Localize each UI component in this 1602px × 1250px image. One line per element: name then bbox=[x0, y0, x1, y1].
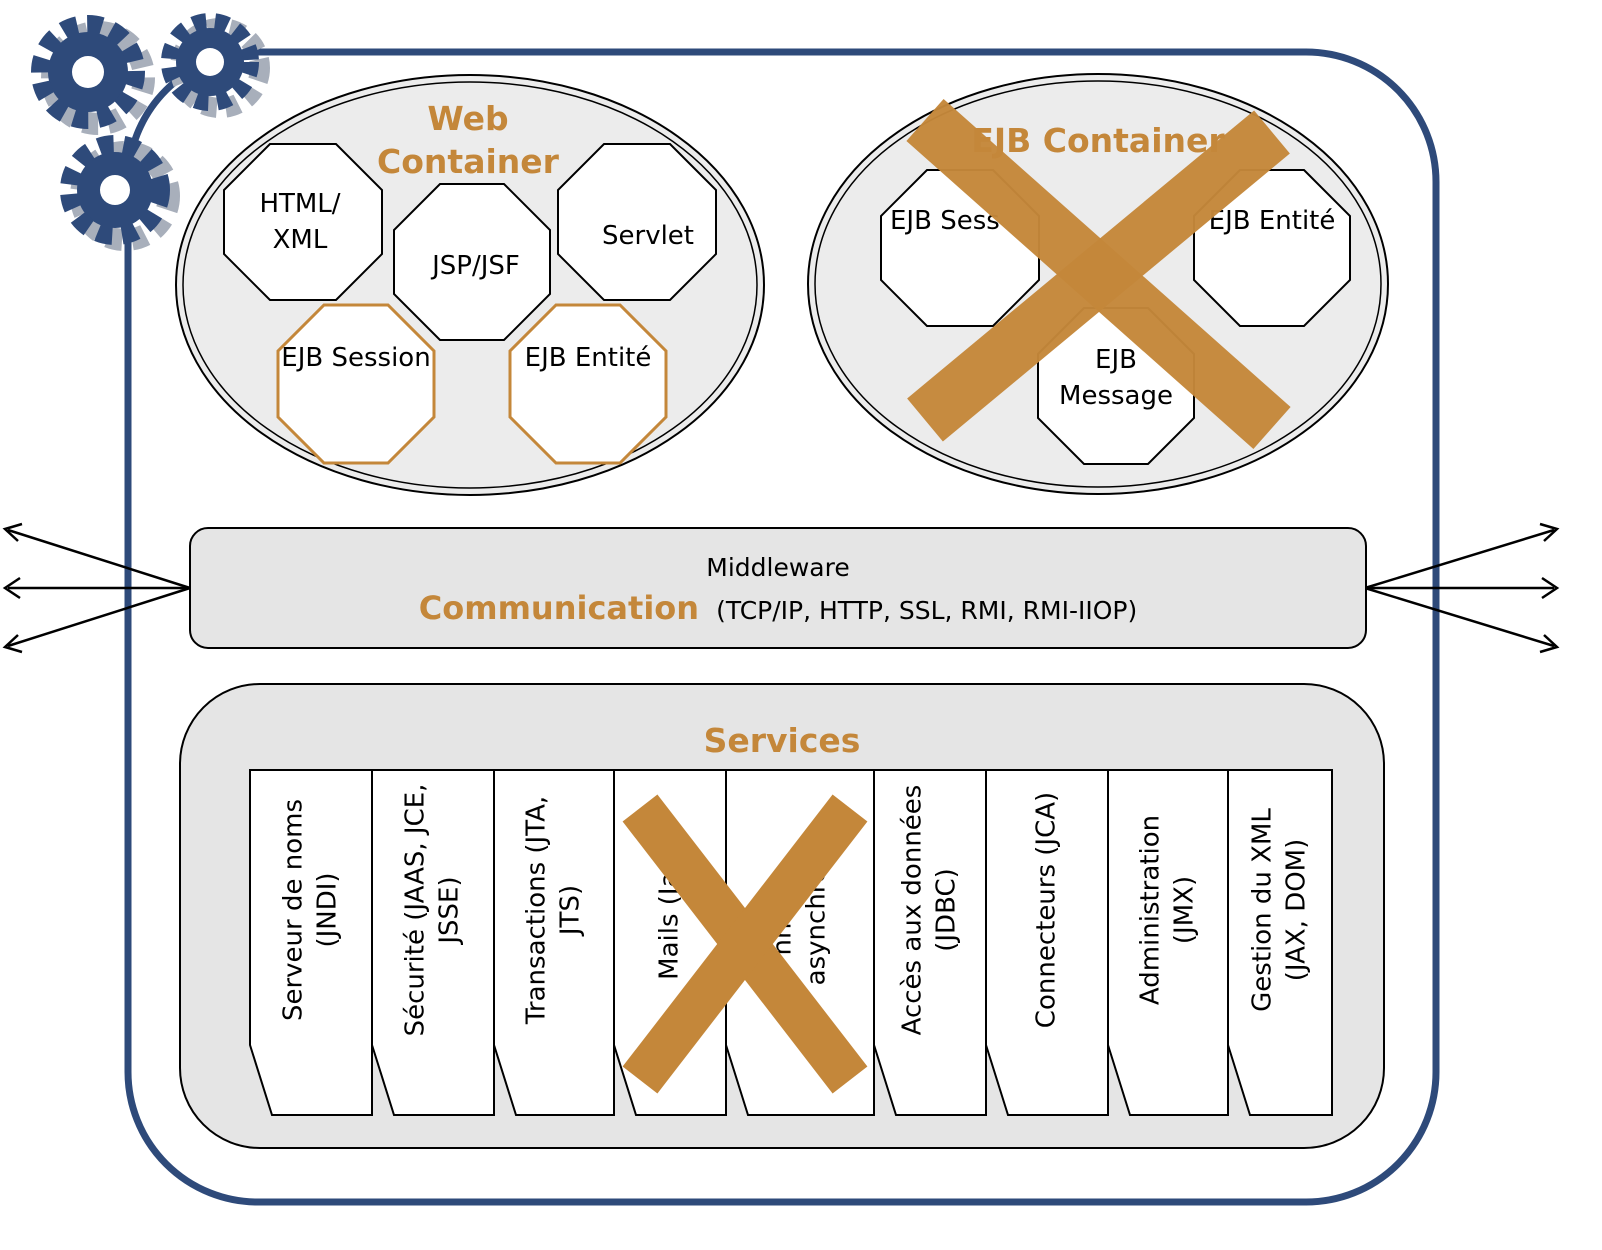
web-container-title-line1: Web bbox=[427, 99, 508, 138]
ejb-message-label-line1: EJB bbox=[1095, 345, 1137, 375]
ejb-session-label: EJB Session bbox=[281, 343, 430, 373]
arrows-right bbox=[1364, 522, 1560, 654]
service-label: Sécurité (JAAS, JCE, bbox=[401, 784, 431, 1037]
ejb-message-label-line2: Message bbox=[1059, 381, 1173, 411]
services-panel: Services Serveur de noms(JNDI) Sécurité (… bbox=[179, 683, 1385, 1149]
service-card bbox=[249, 769, 373, 1116]
arrows-left bbox=[2, 522, 191, 654]
service-label: Connecteurs (JCA) bbox=[1032, 792, 1062, 1028]
ejb-container: EJB Sess EJB Entité EJB Message EJB Cont… bbox=[807, 73, 1389, 495]
middleware-caption: Middleware bbox=[706, 553, 849, 582]
ejb-entite-component bbox=[508, 303, 668, 465]
middleware-bar: Middleware Communication (TCP/IP, HTTP, … bbox=[189, 527, 1367, 649]
x-cross-icon bbox=[906, 99, 1291, 449]
ejb-entite-label-2: EJB Entité bbox=[1209, 206, 1336, 236]
service-label: Gestion du XML bbox=[1248, 808, 1278, 1012]
service-card bbox=[1107, 769, 1229, 1116]
jsp-jsf-label: JSP/JSF bbox=[430, 251, 520, 281]
service-label: (JMX) bbox=[1170, 876, 1200, 944]
jsp-jsf-component bbox=[393, 183, 551, 341]
protocols-text: (TCP/IP, HTTP, SSL, RMI, RMI-IIOP) bbox=[716, 596, 1137, 625]
middleware-title-line: Communication (TCP/IP, HTTP, SSL, RMI, R… bbox=[419, 589, 1137, 627]
ejb-entite-label: EJB Entité bbox=[525, 343, 652, 373]
ejb-session-component bbox=[276, 303, 436, 465]
web-container: Web Container HTML/ XML JSP/JSF Servlet … bbox=[175, 74, 765, 496]
service-cards: Serveur de noms(JNDI) Sécurité (JAAS, JCE… bbox=[249, 769, 1333, 1116]
services-title: Services bbox=[704, 721, 861, 760]
servlet-label: Servlet bbox=[602, 221, 694, 251]
html-xml-label-line1: HTML/ bbox=[259, 189, 340, 219]
html-xml-label-line2: XML bbox=[273, 225, 328, 255]
ejb-session-label-2: EJB Sess bbox=[890, 206, 1000, 236]
service-label: (JNDI) bbox=[313, 872, 343, 947]
servlet-component bbox=[557, 143, 717, 301]
service-label: Transactions (JTA, bbox=[522, 796, 552, 1025]
service-label: Administration bbox=[1136, 815, 1166, 1005]
communication-title: Communication bbox=[419, 589, 699, 627]
ejb-entite-component-2 bbox=[1193, 169, 1351, 327]
web-container-title-line2: Container bbox=[377, 142, 560, 181]
service-label: Serveur de noms bbox=[279, 799, 309, 1021]
ejb-container-title: EJB Container bbox=[971, 121, 1225, 160]
service-card bbox=[493, 769, 615, 1116]
html-xml-component bbox=[223, 143, 383, 301]
service-card bbox=[985, 769, 1109, 1116]
service-label: Accès aux données bbox=[898, 785, 928, 1036]
service-card bbox=[1227, 769, 1333, 1116]
service-label: (JAX, DOM) bbox=[1282, 839, 1312, 982]
service-label: (JDBC) bbox=[932, 868, 962, 952]
gears-icon bbox=[31, 13, 270, 251]
service-label: JSSE) bbox=[435, 876, 465, 945]
service-label: JTS) bbox=[556, 885, 586, 937]
x-cross-icon bbox=[622, 794, 868, 1094]
service-card bbox=[371, 769, 495, 1116]
service-card bbox=[873, 769, 987, 1116]
